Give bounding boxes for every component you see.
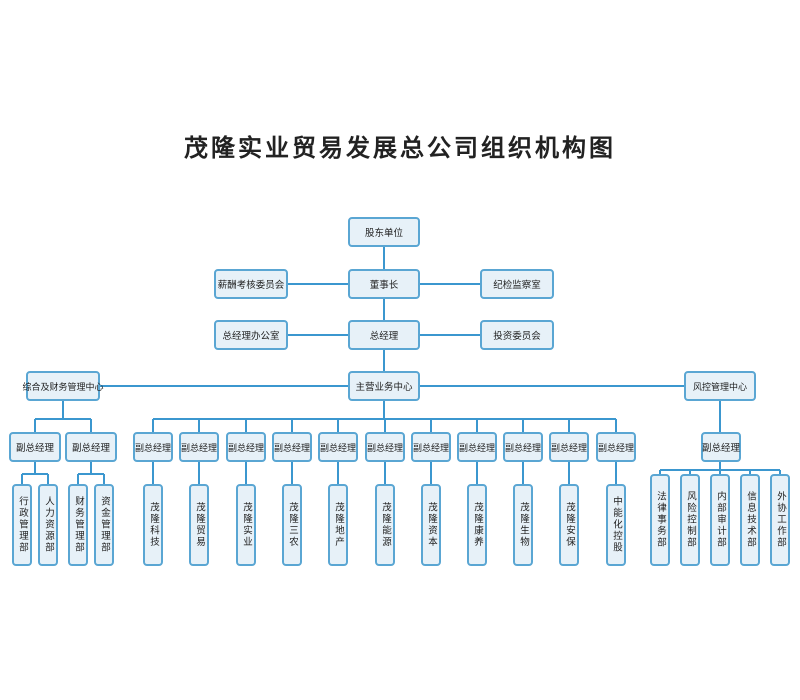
- node-investment-committee[interactable]: 投资委员会: [480, 320, 554, 350]
- node-company[interactable]: 茂隆安保: [559, 484, 579, 566]
- node-company[interactable]: 茂隆三农: [282, 484, 302, 566]
- node-deputy-gm[interactable]: 副总经理: [133, 432, 173, 462]
- node-company[interactable]: 茂隆科技: [143, 484, 163, 566]
- node-department[interactable]: 资金管理部: [94, 484, 114, 566]
- node-department[interactable]: 法律事务部: [650, 474, 670, 566]
- node-company[interactable]: 茂隆贸易: [189, 484, 209, 566]
- node-company[interactable]: 茂隆康养: [467, 484, 487, 566]
- node-department[interactable]: 风险控制部: [680, 474, 700, 566]
- node-company[interactable]: 茂隆资本: [421, 484, 441, 566]
- node-deputy-gm[interactable]: 副总经理: [226, 432, 266, 462]
- node-company[interactable]: 茂隆生物: [513, 484, 533, 566]
- node-department[interactable]: 财务管理部: [68, 484, 88, 566]
- node-deputy-gm[interactable]: 副总经理: [179, 432, 219, 462]
- node-company[interactable]: 茂隆能源: [375, 484, 395, 566]
- chart-title: 茂隆实业贸易发展总公司组织机构图: [184, 134, 616, 162]
- node-deputy-gm[interactable]: 副总经理: [549, 432, 589, 462]
- node-deputy-gm[interactable]: 副总经理: [65, 432, 117, 462]
- node-chairman[interactable]: 董事长: [348, 269, 420, 299]
- node-discipline-office[interactable]: 纪检监察室: [480, 269, 554, 299]
- node-finance-center[interactable]: 综合及财务管理中心: [23, 371, 104, 401]
- node-business-center[interactable]: 主营业务中心: [348, 371, 420, 401]
- node-shareholders[interactable]: 股东单位: [348, 217, 420, 247]
- node-gm-office[interactable]: 总经理办公室: [214, 320, 288, 350]
- node-department[interactable]: 人力资源部: [38, 484, 58, 566]
- node-deputy-gm[interactable]: 副总经理: [457, 432, 497, 462]
- node-deputy-gm[interactable]: 副总经理: [365, 432, 405, 462]
- node-deputy-gm[interactable]: 副总经理: [411, 432, 451, 462]
- node-deputy-gm[interactable]: 副总经理: [701, 432, 741, 462]
- node-deputy-gm[interactable]: 副总经理: [596, 432, 636, 462]
- node-deputy-gm[interactable]: 副总经理: [9, 432, 61, 462]
- node-department[interactable]: 外协工作部: [770, 474, 790, 566]
- node-deputy-gm[interactable]: 副总经理: [503, 432, 543, 462]
- node-department[interactable]: 信息技术部: [740, 474, 760, 566]
- node-general-manager[interactable]: 总经理: [348, 320, 420, 350]
- node-deputy-gm[interactable]: 副总经理: [272, 432, 312, 462]
- node-department[interactable]: 内部审计部: [710, 474, 730, 566]
- node-company[interactable]: 茂隆地产: [328, 484, 348, 566]
- node-department[interactable]: 行政管理部: [12, 484, 32, 566]
- node-risk-center[interactable]: 风控管理中心: [684, 371, 756, 401]
- node-company[interactable]: 中能化控股: [606, 484, 626, 566]
- node-company[interactable]: 茂隆实业: [236, 484, 256, 566]
- node-deputy-gm[interactable]: 副总经理: [318, 432, 358, 462]
- node-compensation-committee[interactable]: 薪酬考核委员会: [214, 269, 288, 299]
